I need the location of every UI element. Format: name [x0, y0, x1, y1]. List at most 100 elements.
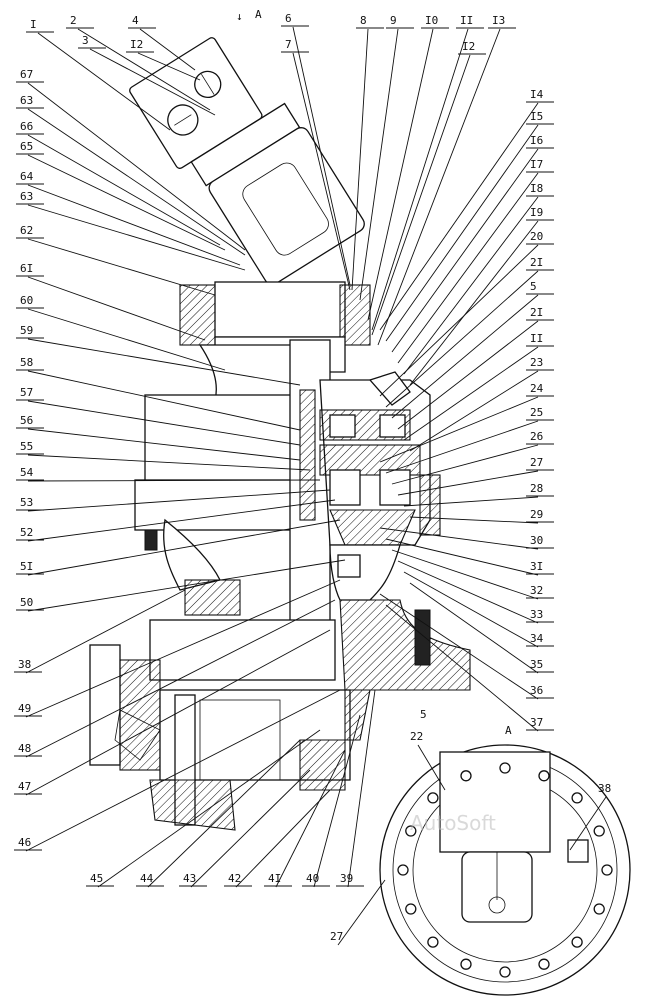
callout-top-10: II	[460, 14, 473, 27]
inset-bolt	[405, 903, 417, 915]
inset-bolt	[571, 936, 583, 948]
leader-left-22	[25, 629, 331, 796]
callout-bottom-6: 39	[340, 872, 353, 885]
callout-right-6: 20	[530, 230, 543, 243]
leader-right-25	[385, 604, 539, 732]
callout-right-0: I4	[530, 88, 544, 101]
inset-bolt-circle	[397, 762, 613, 978]
leader-top-12	[377, 28, 501, 346]
callout-top-5: 6	[285, 12, 292, 25]
callout-right-18: 30	[530, 534, 543, 547]
leader-right-22	[403, 571, 539, 648]
housing-section	[89, 281, 471, 831]
leader-left-15	[27, 489, 331, 512]
leader-top-9	[367, 28, 434, 321]
leader-right-4	[403, 196, 539, 375]
leader-left-8	[27, 308, 226, 371]
callout-right-25: 37	[530, 716, 543, 729]
leader-left-11	[27, 400, 301, 446]
leader-left-7	[27, 276, 206, 341]
leader-right-5	[409, 220, 539, 386]
leader-left-17	[27, 519, 341, 576]
callout-top-0: I	[30, 18, 37, 31]
leader-left-3	[27, 154, 226, 251]
inset-bolt	[499, 762, 511, 774]
callout-bottom-2: 43	[183, 872, 196, 885]
leader-left-0	[27, 82, 246, 251]
leader-left-13	[27, 454, 311, 471]
leader-left-12	[27, 428, 301, 461]
callout-inset-3: 27	[330, 930, 343, 943]
callout-right-11: 23	[530, 356, 543, 369]
leader-left-9	[27, 338, 301, 386]
leader-right-21	[397, 560, 539, 624]
leader-right-2	[391, 148, 539, 353]
leader-right-0	[379, 102, 539, 331]
inset-bolt	[460, 958, 472, 970]
watermark: AutoSoft	[410, 811, 496, 835]
view-marker-arrow: ↓	[236, 10, 243, 23]
leader-bottom-6	[347, 689, 376, 888]
callout-right-8: 5	[530, 280, 537, 293]
leader-bottom-1	[147, 739, 301, 888]
callout-top-3: 4	[132, 14, 139, 27]
leader-right-15	[397, 470, 539, 496]
leader-left-4	[27, 184, 241, 266]
leader-top-5	[292, 26, 351, 286]
leader-right-12	[379, 396, 539, 463]
leader-top-6	[292, 52, 351, 291]
callout-left-8: 60	[20, 294, 33, 307]
callout-left-19: 38	[18, 658, 31, 671]
leader-left-18	[27, 559, 346, 612]
leader-inset-2	[569, 796, 607, 851]
leader-left-19	[25, 589, 186, 674]
callout-left-21: 48	[18, 742, 31, 755]
callout-left-2: 66	[20, 120, 33, 133]
leader-right-11	[409, 370, 539, 452]
leader-left-14	[27, 479, 321, 482]
callout-top-9: I0	[425, 14, 438, 27]
callout-right-7: 2I	[530, 256, 543, 269]
callout-top-4: I2	[130, 38, 143, 51]
callout-left-5: 63	[20, 190, 33, 203]
leader-left-2	[27, 134, 221, 246]
callout-bottom-3: 42	[228, 872, 241, 885]
callout-inset-2: 38	[598, 782, 611, 795]
inset-title: A	[505, 724, 512, 737]
view-marker: A	[255, 8, 262, 21]
callout-bottom-1: 44	[140, 872, 154, 885]
callout-right-10: II	[530, 332, 543, 345]
callout-left-14: 54	[20, 466, 34, 479]
callout-inset-1: 22	[410, 730, 423, 743]
inset-bolt	[571, 792, 583, 804]
leader-inset-3	[337, 879, 386, 946]
callout-bottom-4: 4I	[268, 872, 281, 885]
callout-left-23: 46	[18, 836, 31, 849]
inset-bolt	[405, 825, 417, 837]
leader-right-7	[385, 270, 539, 408]
leader-top-4	[137, 52, 201, 81]
callout-top-8: 9	[390, 14, 397, 27]
callout-right-22: 34	[530, 632, 544, 645]
callout-bottom-0: 45	[90, 872, 103, 885]
callout-top-11: I2	[462, 40, 475, 53]
callout-left-3: 65	[20, 140, 33, 153]
leader-left-20	[25, 579, 341, 718]
callout-top-12: I3	[492, 14, 505, 27]
callout-left-20: 49	[18, 702, 31, 715]
leader-right-8	[391, 294, 539, 419]
inset-bolt	[593, 825, 605, 837]
inset-view-a	[379, 744, 631, 996]
motor-body	[129, 37, 365, 286]
callout-left-22: 47	[18, 780, 31, 793]
leader-right-23	[409, 582, 539, 674]
inset-bolt	[499, 966, 511, 978]
callout-left-12: 56	[20, 414, 33, 427]
leader-inset-1	[417, 744, 446, 791]
inset-bolt	[397, 864, 409, 876]
callout-left-1: 63	[20, 94, 33, 107]
callout-right-21: 33	[530, 608, 543, 621]
callout-right-3: I7	[530, 158, 543, 171]
callout-inset-0: 5	[420, 708, 427, 721]
